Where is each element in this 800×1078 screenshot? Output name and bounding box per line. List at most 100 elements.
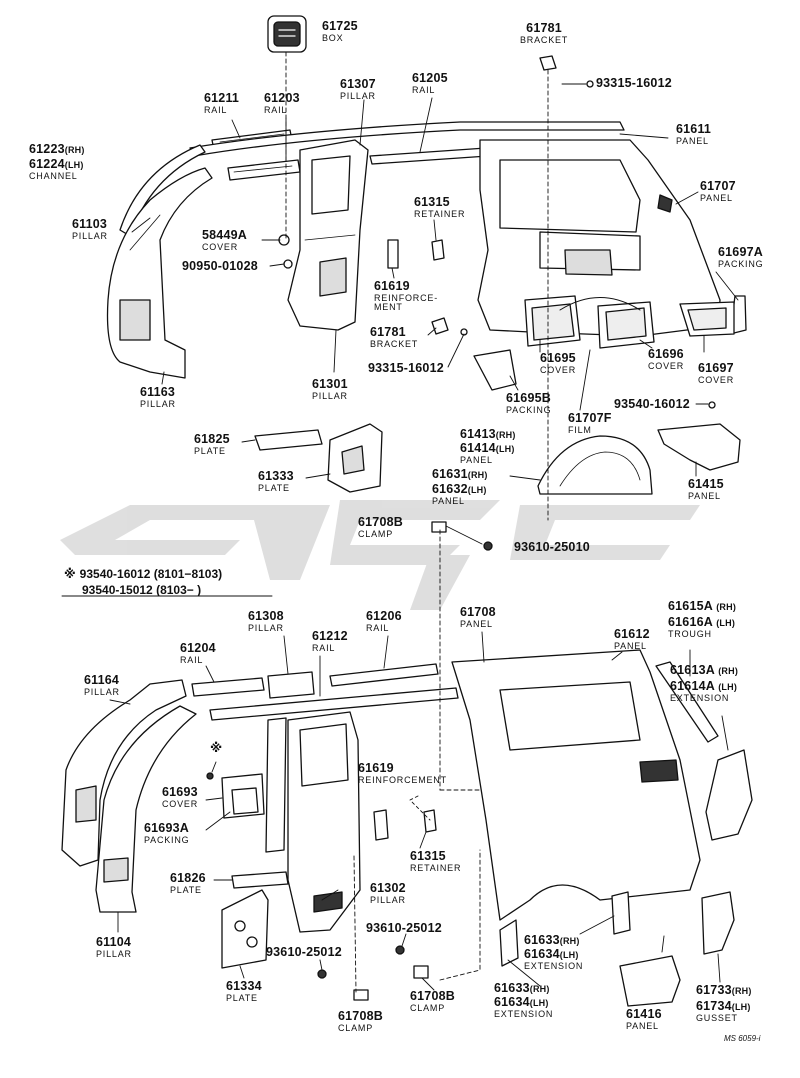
part-name: PANEL [688, 490, 721, 501]
part-number: 61695B [506, 391, 551, 405]
part-name: EXTENSION [524, 960, 584, 971]
part-number: 61307 [340, 77, 376, 91]
part-61725-box [267, 15, 307, 53]
callout-61414-lh: 61414(LH) PANEL [460, 442, 515, 465]
part-name: COVER [698, 374, 735, 385]
callout-93540-16012: 93540-16012 [614, 398, 690, 411]
callout-61615A-rh: 61615A (RH) [668, 600, 736, 613]
part-name: PANEL [676, 135, 709, 146]
applicability-note: ※93540-16012 (8101−8103) 93540-15012 (81… [62, 566, 222, 598]
part-number: 61708B [338, 1009, 383, 1023]
part-name: REINFORCEMENT [358, 774, 447, 785]
part-name: REINFORCE- MENT [374, 292, 438, 312]
part-name: PACKING [144, 834, 190, 845]
part-61615A-trough [655, 661, 719, 743]
part-number: 61611 [676, 122, 712, 136]
part-number: 93610-25010 [514, 540, 590, 554]
part-number: 61203 [264, 91, 300, 105]
stylized-logo-watermark [60, 500, 700, 610]
part-name: BOX [322, 32, 344, 43]
part-number: 93315-16012 [368, 361, 444, 375]
part-name: RAIL [312, 642, 336, 653]
callout-61611: 61611 PANEL [676, 123, 711, 146]
part-number: 61697A [718, 245, 763, 259]
callout-61308: 61308 PILLAR [248, 610, 284, 633]
part-name: CLAMP [358, 528, 394, 539]
part-name: PACKING [506, 404, 552, 415]
part-name: PILLAR [96, 948, 132, 959]
part-61825-plate [254, 429, 323, 451]
part-name: CLAMP [338, 1022, 374, 1033]
part-name: PLATE [226, 992, 258, 1003]
part-name: BRACKET [520, 34, 569, 45]
part-name: PACKING [718, 258, 764, 269]
part-name: TROUGH [668, 628, 712, 639]
part-number: 61632(LH) [432, 482, 487, 496]
note-line-1: ※93540-16012 (8101−8103) [64, 567, 223, 581]
callout-61708: 61708 PANEL [460, 606, 496, 629]
part-number: 61826 [170, 871, 206, 885]
part-number: 61633(RH) [524, 933, 580, 947]
callout-61415: 61415 PANEL [688, 478, 724, 501]
callout-61695B: 61695B PACKING [506, 392, 551, 415]
fastener-90950-01028 [283, 259, 293, 269]
callout-61693A: 61693A PACKING [144, 822, 189, 845]
part-number: 61619 [358, 761, 394, 775]
part-61301-pillar [287, 139, 369, 331]
part-number: 93610-25012 [266, 945, 342, 959]
part-number: 61725 [322, 19, 358, 33]
part-name: RAIL [180, 654, 204, 665]
part-name: RETAINER [414, 208, 466, 219]
part-name: PILLAR [370, 894, 406, 905]
part-name: PLATE [194, 445, 226, 456]
part-name: RAIL [264, 104, 288, 115]
callout-61733-rh: 61733(RH) [696, 984, 752, 997]
part-61708B-clamp-c [413, 965, 429, 979]
part-name: COVER [202, 241, 239, 252]
part-number: 61315 [414, 195, 450, 209]
part-name: PILLAR [248, 622, 284, 633]
part-name: RAIL [204, 104, 228, 115]
callout-61163: 61163 PILLAR [140, 386, 176, 409]
callout-61334: 61334 PLATE [226, 980, 262, 1003]
callout-61302: 61302 PILLAR [370, 882, 406, 905]
part-name: PLATE [258, 482, 290, 493]
callout-61104: 61104 PILLAR [96, 936, 132, 959]
callout-61223-rh: 61223(RH) [29, 143, 85, 156]
part-name: CHANNEL [29, 170, 78, 181]
callout-93610-25012-left: 93610-25012 [266, 946, 342, 959]
part-61633-extension-a [611, 891, 631, 935]
part-61707-panel [477, 139, 721, 337]
part-number: 61205 [412, 71, 448, 85]
callout-61307: 61307 PILLAR [340, 78, 376, 101]
fastener-93610-25010 [483, 541, 493, 551]
callout-61333: 61333 PLATE [258, 470, 294, 493]
part-61302-pillar [265, 711, 361, 933]
part-number: 61696 [648, 347, 684, 361]
part-number: 61693 [162, 785, 198, 799]
callout-61708B-bottom-right: 61708B CLAMP [410, 990, 455, 1013]
callout-61825: 61825 PLATE [194, 433, 230, 456]
part-name: PANEL [460, 618, 493, 629]
fastener-93540-a [708, 401, 716, 409]
callout-61619-bottom: 61619 REINFORCEMENT [358, 762, 447, 785]
part-61633-extension-b [499, 919, 519, 967]
part-61708B-clamp-a [431, 521, 447, 533]
part-number: 61415 [688, 477, 724, 491]
part-61315-retainer-b [423, 809, 437, 833]
part-number: 61212 [312, 629, 348, 643]
part-name: PANEL [626, 1020, 659, 1031]
callout-61614A-lh: 61614A (LH) EXTENSION [670, 680, 737, 703]
part-number: 61613A (RH) [670, 663, 739, 677]
part-number: 61708B [410, 989, 455, 1003]
part-name: EXTENSION [494, 1008, 554, 1019]
fastener-star-marker [206, 772, 214, 780]
callout-61631-rh: 61631(RH) [432, 468, 488, 481]
part-number: 61631(RH) [432, 467, 488, 481]
callout-61781-bracket: 61781 BRACKET [370, 326, 418, 349]
callout-61315-top: 61315 RETAINER [414, 196, 465, 219]
callout-61416: 61416 PANEL [626, 1008, 662, 1031]
part-number: 90950-01028 [182, 259, 258, 273]
